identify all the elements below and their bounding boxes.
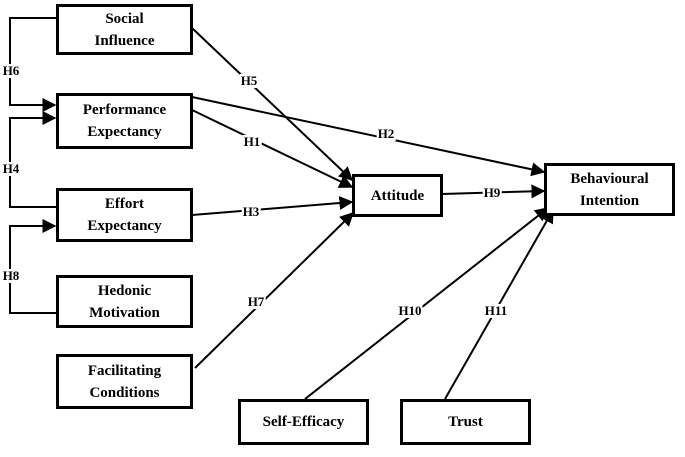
construct-social-influence: Social Influence: [56, 4, 193, 55]
construct-label: Effort Expectancy: [87, 196, 162, 234]
hypothesis-label-h6: H6: [1, 63, 21, 78]
construct-performance-expectancy: Performance Expectancy: [56, 93, 193, 149]
construct-label: Facilitating Conditions: [87, 362, 162, 401]
hypothesis-label-h4: H4: [1, 161, 21, 176]
construct-label: Performance Expectancy: [82, 102, 167, 140]
construct-facilitating-conditions: Facilitating Conditions: [56, 354, 193, 409]
hypothesis-label-h5: H5: [239, 73, 259, 88]
hypothesis-label-h3: H3: [241, 204, 261, 219]
hypothesis-label-h8: H8: [1, 268, 21, 283]
construct-attitude: Attitude: [352, 174, 443, 217]
arrow-facilitating-conditions-to-attitude: [194, 212, 354, 369]
arrow-social-influence-to-attitude: [191, 27, 354, 181]
construct-effort-expectancy: Effort Expectancy: [56, 188, 193, 242]
arrow-h6-moderation: [9, 17, 57, 112]
hypothesis-label-h1: H1: [242, 134, 262, 149]
arrow-effort-expectancy-to-attitude: [191, 196, 354, 216]
construct-label: Hedonic Motivation: [89, 282, 160, 321]
construct-label: Self-Efficacy: [262, 414, 345, 430]
construct-label: Trust: [448, 414, 483, 430]
hypothesis-label-h10: H10: [397, 303, 423, 318]
hypothesis-label-h2: H2: [376, 126, 396, 141]
arrow-performance-expectancy-to-behavioural-intention: [191, 96, 546, 177]
hypothesis-label-h11: H11: [483, 303, 509, 318]
hypothesis-label-h9: H9: [482, 185, 502, 200]
construct-behavioural-intention: Behavioural Intention: [544, 163, 675, 216]
construct-trust: Trust: [400, 399, 531, 445]
construct-label: Social Influence: [94, 10, 155, 49]
construct-self-efficacy: Self-Efficacy: [238, 399, 369, 445]
construct-hedonic-motivation: Hedonic Motivation: [56, 275, 193, 328]
construct-label: Behavioural Intention: [570, 170, 649, 209]
hypothesis-label-h7: H7: [246, 294, 266, 309]
arrow-performance-expectancy-to-attitude: [191, 109, 354, 188]
construct-label: Attitude: [370, 187, 425, 204]
arrow-self-efficacy-to-behavioural-intention: [304, 207, 550, 400]
